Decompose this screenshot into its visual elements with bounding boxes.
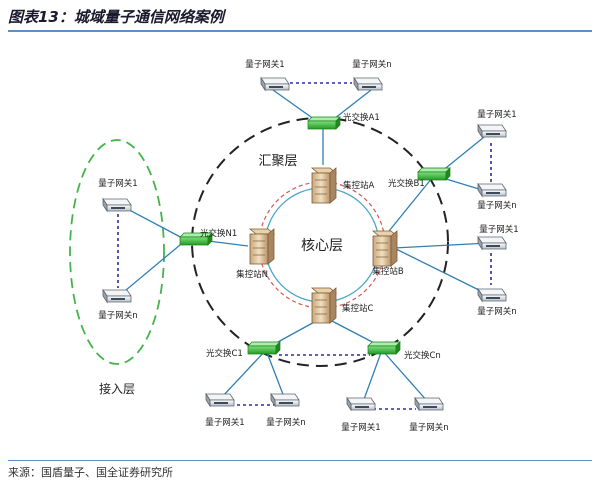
gateway-top-1-label: 量子网关1 bbox=[245, 59, 284, 70]
gateway-dots bbox=[117, 82, 492, 410]
gateway-cn-n-label: 量子网关n bbox=[409, 422, 448, 433]
station-a-icon bbox=[311, 167, 337, 204]
gateway-c1-n-label: 量子网关n bbox=[266, 417, 305, 428]
gateway-cn-1-label: 量子网关1 bbox=[341, 422, 380, 433]
gateway-l-n-icon bbox=[102, 289, 132, 303]
station-c-label: 集控站C bbox=[342, 303, 374, 314]
gateway-top-n-icon bbox=[353, 77, 383, 91]
gateway-rb-n-icon bbox=[477, 183, 507, 197]
switch-a1-label: 光交换A1 bbox=[343, 112, 380, 123]
gateway-l-n-label: 量子网关n bbox=[98, 310, 137, 321]
gateway-l-1-icon bbox=[102, 198, 132, 212]
station-b-label: 集控站B bbox=[372, 266, 404, 277]
switch-cn-label: 光交换Cn bbox=[404, 350, 441, 361]
switch-cn-icon bbox=[367, 341, 401, 355]
gateway-r-1-icon bbox=[477, 236, 507, 250]
station-n-icon bbox=[249, 228, 275, 265]
switch-b1-label: 光交换B1 bbox=[388, 178, 425, 189]
core-layer-label: 核心层 bbox=[301, 238, 343, 254]
gateway-rb-1-label: 量子网关1 bbox=[477, 109, 516, 120]
aggregation-layer-label: 汇聚层 bbox=[258, 154, 297, 169]
figure-title: 图表13：城域量子通信网络案例 bbox=[8, 8, 224, 26]
access-ellipse bbox=[69, 139, 165, 365]
source-note: 来源：国盾量子、国全证券研究所 bbox=[8, 466, 173, 479]
gateway-c1-n-icon bbox=[270, 393, 300, 407]
source-rule bbox=[8, 460, 592, 461]
gateway-l-1-label: 量子网关1 bbox=[98, 178, 137, 189]
gateway-r-1-label: 量子网关1 bbox=[479, 224, 518, 235]
gateway-top-1-icon bbox=[260, 77, 290, 91]
gateway-rb-1-icon bbox=[477, 124, 507, 138]
switch-a1-icon bbox=[307, 116, 341, 130]
switch-n1-label: 光交换N1 bbox=[200, 228, 237, 239]
station-b-icon bbox=[372, 230, 398, 267]
switch-c1-label: 光交换C1 bbox=[206, 348, 243, 359]
gateway-cn-n-icon bbox=[414, 397, 444, 411]
access-layer-label: 接入层 bbox=[99, 381, 135, 396]
switch-c1-icon bbox=[247, 341, 281, 355]
gateway-c1-1-label: 量子网关1 bbox=[205, 417, 244, 428]
gateway-cn-1-icon bbox=[346, 397, 376, 411]
gateway-r-n-label: 量子网关n bbox=[477, 306, 516, 317]
station-n-label: 集控站N bbox=[236, 269, 268, 280]
gateway-top-n-label: 量子网关n bbox=[352, 59, 391, 70]
network-links bbox=[119, 89, 490, 403]
gateway-r-n-icon bbox=[477, 288, 507, 302]
station-a-label: 集控站A bbox=[343, 180, 375, 191]
gateway-rb-n-label: 量子网关n bbox=[477, 200, 516, 211]
station-c-icon bbox=[311, 287, 337, 324]
title-rule bbox=[8, 30, 592, 32]
gateway-c1-1-icon bbox=[205, 393, 235, 407]
